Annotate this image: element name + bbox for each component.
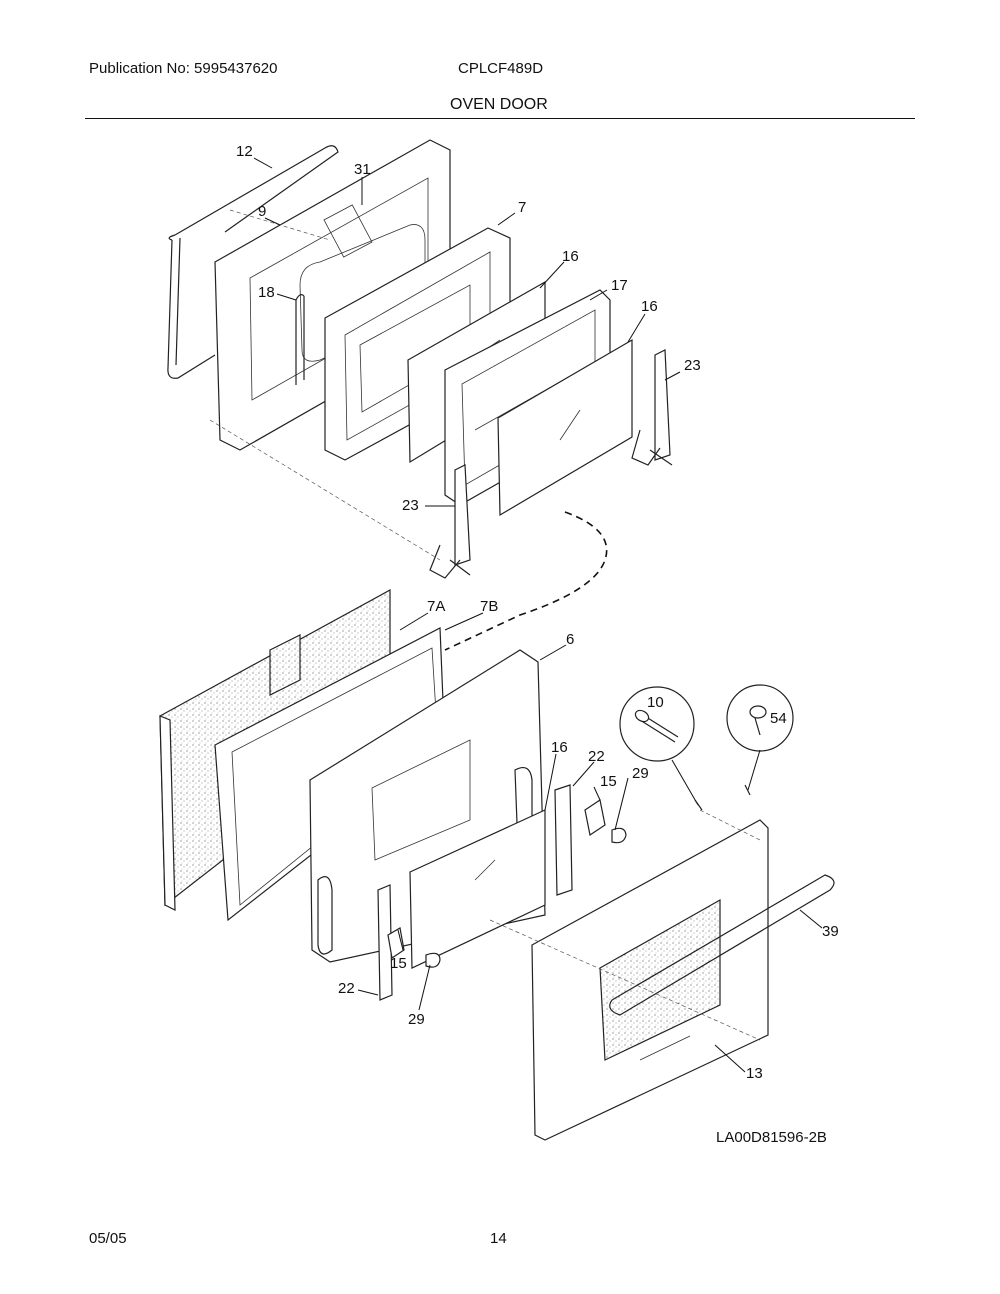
callout-6: 6 — [566, 631, 574, 648]
callout-16-lower: 16 — [551, 739, 568, 756]
callout-7A: 7A — [427, 598, 445, 615]
support-rod-18 — [295, 294, 305, 385]
callout-10: 10 — [647, 694, 664, 711]
callout-15-left: 15 — [390, 955, 407, 972]
callout-17: 17 — [611, 277, 628, 294]
clip-15-left — [387, 927, 405, 960]
outer-door-13 — [531, 819, 769, 1141]
page-title: OVEN DOOR — [450, 96, 548, 113]
callout-16-upper: 16 — [562, 248, 579, 265]
door-handle-39 — [609, 874, 835, 1016]
oven-glass-16-lower — [409, 809, 546, 969]
door-hinge-23-right — [631, 349, 673, 466]
clip-15-right — [584, 799, 606, 836]
model-number: CPLCF489D — [458, 60, 544, 77]
footer-page-number: 14 — [490, 1230, 507, 1247]
bracket-22-left — [377, 884, 393, 1001]
callout-22-left: 22 — [338, 980, 355, 997]
oven-glass-16-front — [497, 338, 633, 517]
callout-leaders — [253, 157, 823, 1073]
callout-23-left: 23 — [402, 497, 419, 514]
diagram-code: LA00D81596-2B — [716, 1129, 827, 1146]
screw-54-detail — [726, 684, 794, 796]
callout-29-left: 29 — [408, 1011, 425, 1028]
callout-29-right: 29 — [632, 765, 649, 782]
footer-date: 05/05 — [89, 1230, 127, 1247]
callout-15-right: 15 — [600, 773, 617, 790]
callout-22-right: 22 — [588, 748, 605, 765]
callout-18: 18 — [258, 284, 275, 301]
bumper-29-left — [425, 952, 441, 968]
bracket-22-right — [554, 784, 573, 896]
callout-23-right: 23 — [684, 357, 701, 374]
publication-number: Publication No: 5995437620 — [89, 60, 278, 77]
callout-12: 12 — [236, 143, 253, 160]
door-gasket-12 — [167, 145, 339, 379]
callout-16-front: 16 — [641, 298, 658, 315]
callout-31: 31 — [354, 161, 371, 178]
callout-13: 13 — [746, 1065, 763, 1082]
callout-9: 9 — [258, 203, 266, 220]
callout-7B: 7B — [480, 598, 498, 615]
callout-7: 7 — [518, 199, 526, 216]
callout-54: 54 — [770, 710, 787, 727]
bumper-29-right — [611, 827, 627, 844]
header-rule — [85, 118, 915, 119]
callout-39: 39 — [822, 923, 839, 940]
screw-10-detail — [619, 686, 703, 811]
door-hinge-23-left — [429, 464, 471, 579]
